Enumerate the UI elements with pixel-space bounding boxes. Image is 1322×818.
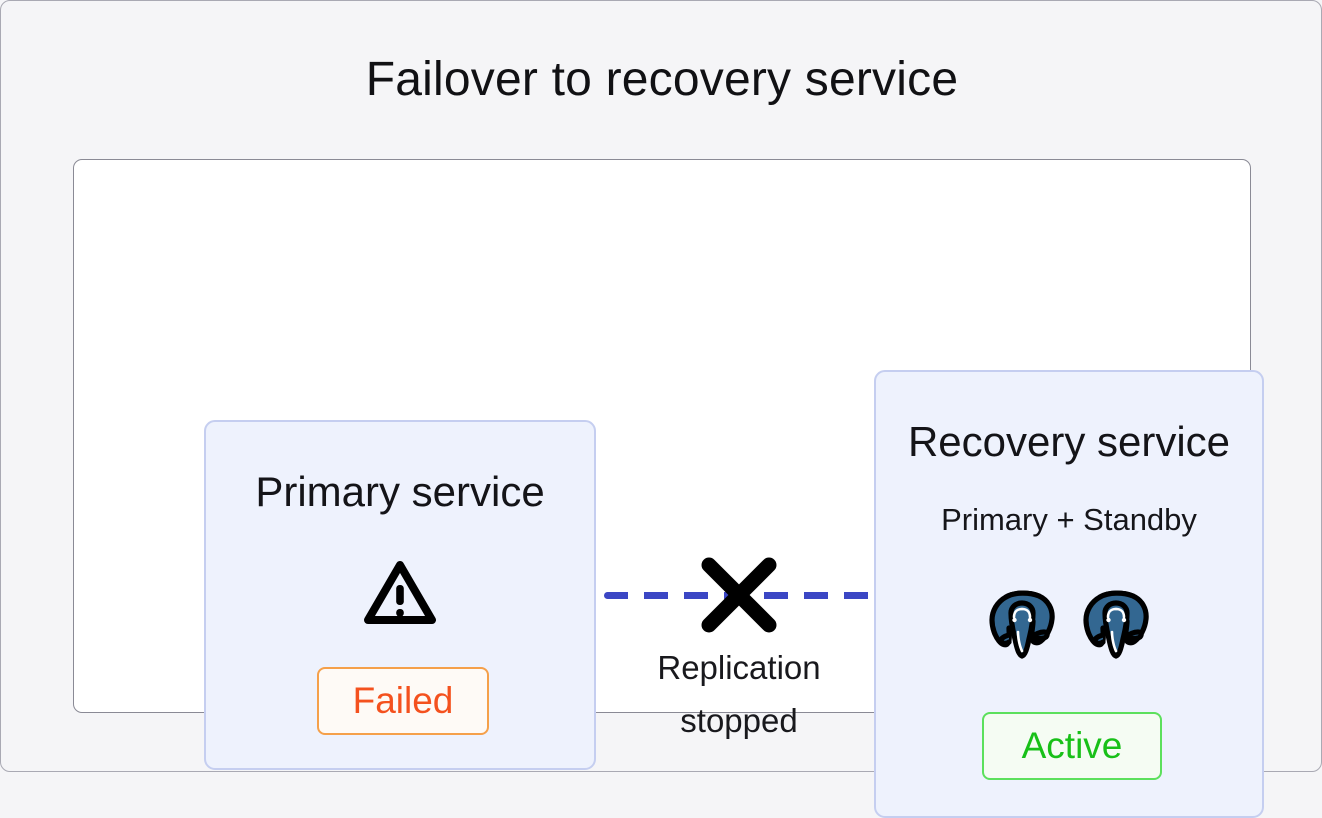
postgresql-elephant-icon [989,590,1055,659]
primary-service-box[interactable]: Primary service Failed [204,420,596,770]
replication-caption-line2: stopped [680,702,798,739]
replication-connection [604,557,875,633]
warning-triangle-icon [364,561,436,624]
x-cross-icon [701,557,777,633]
replication-caption: Replication stopped [599,641,879,747]
warning-icon-wrapper [206,558,594,628]
status-badge-failed[interactable]: Failed [317,667,489,735]
diagram-canvas: Primary service Failed Replication stopp… [73,159,1264,818]
replication-caption-line1: Replication [657,649,821,686]
status-badge-active[interactable]: Active [982,712,1162,780]
postgres-node-row [876,587,1262,663]
recovery-service-title: Recovery service [907,418,1231,465]
recovery-service-box[interactable]: Recovery service Primary + Standby [874,370,1264,818]
recovery-service-subtitle: Primary + Standby [941,502,1197,537]
page-title: Failover to recovery service [365,53,959,106]
primary-service-title: Primary service [255,468,545,515]
postgresql-elephant-icon [1083,590,1149,659]
